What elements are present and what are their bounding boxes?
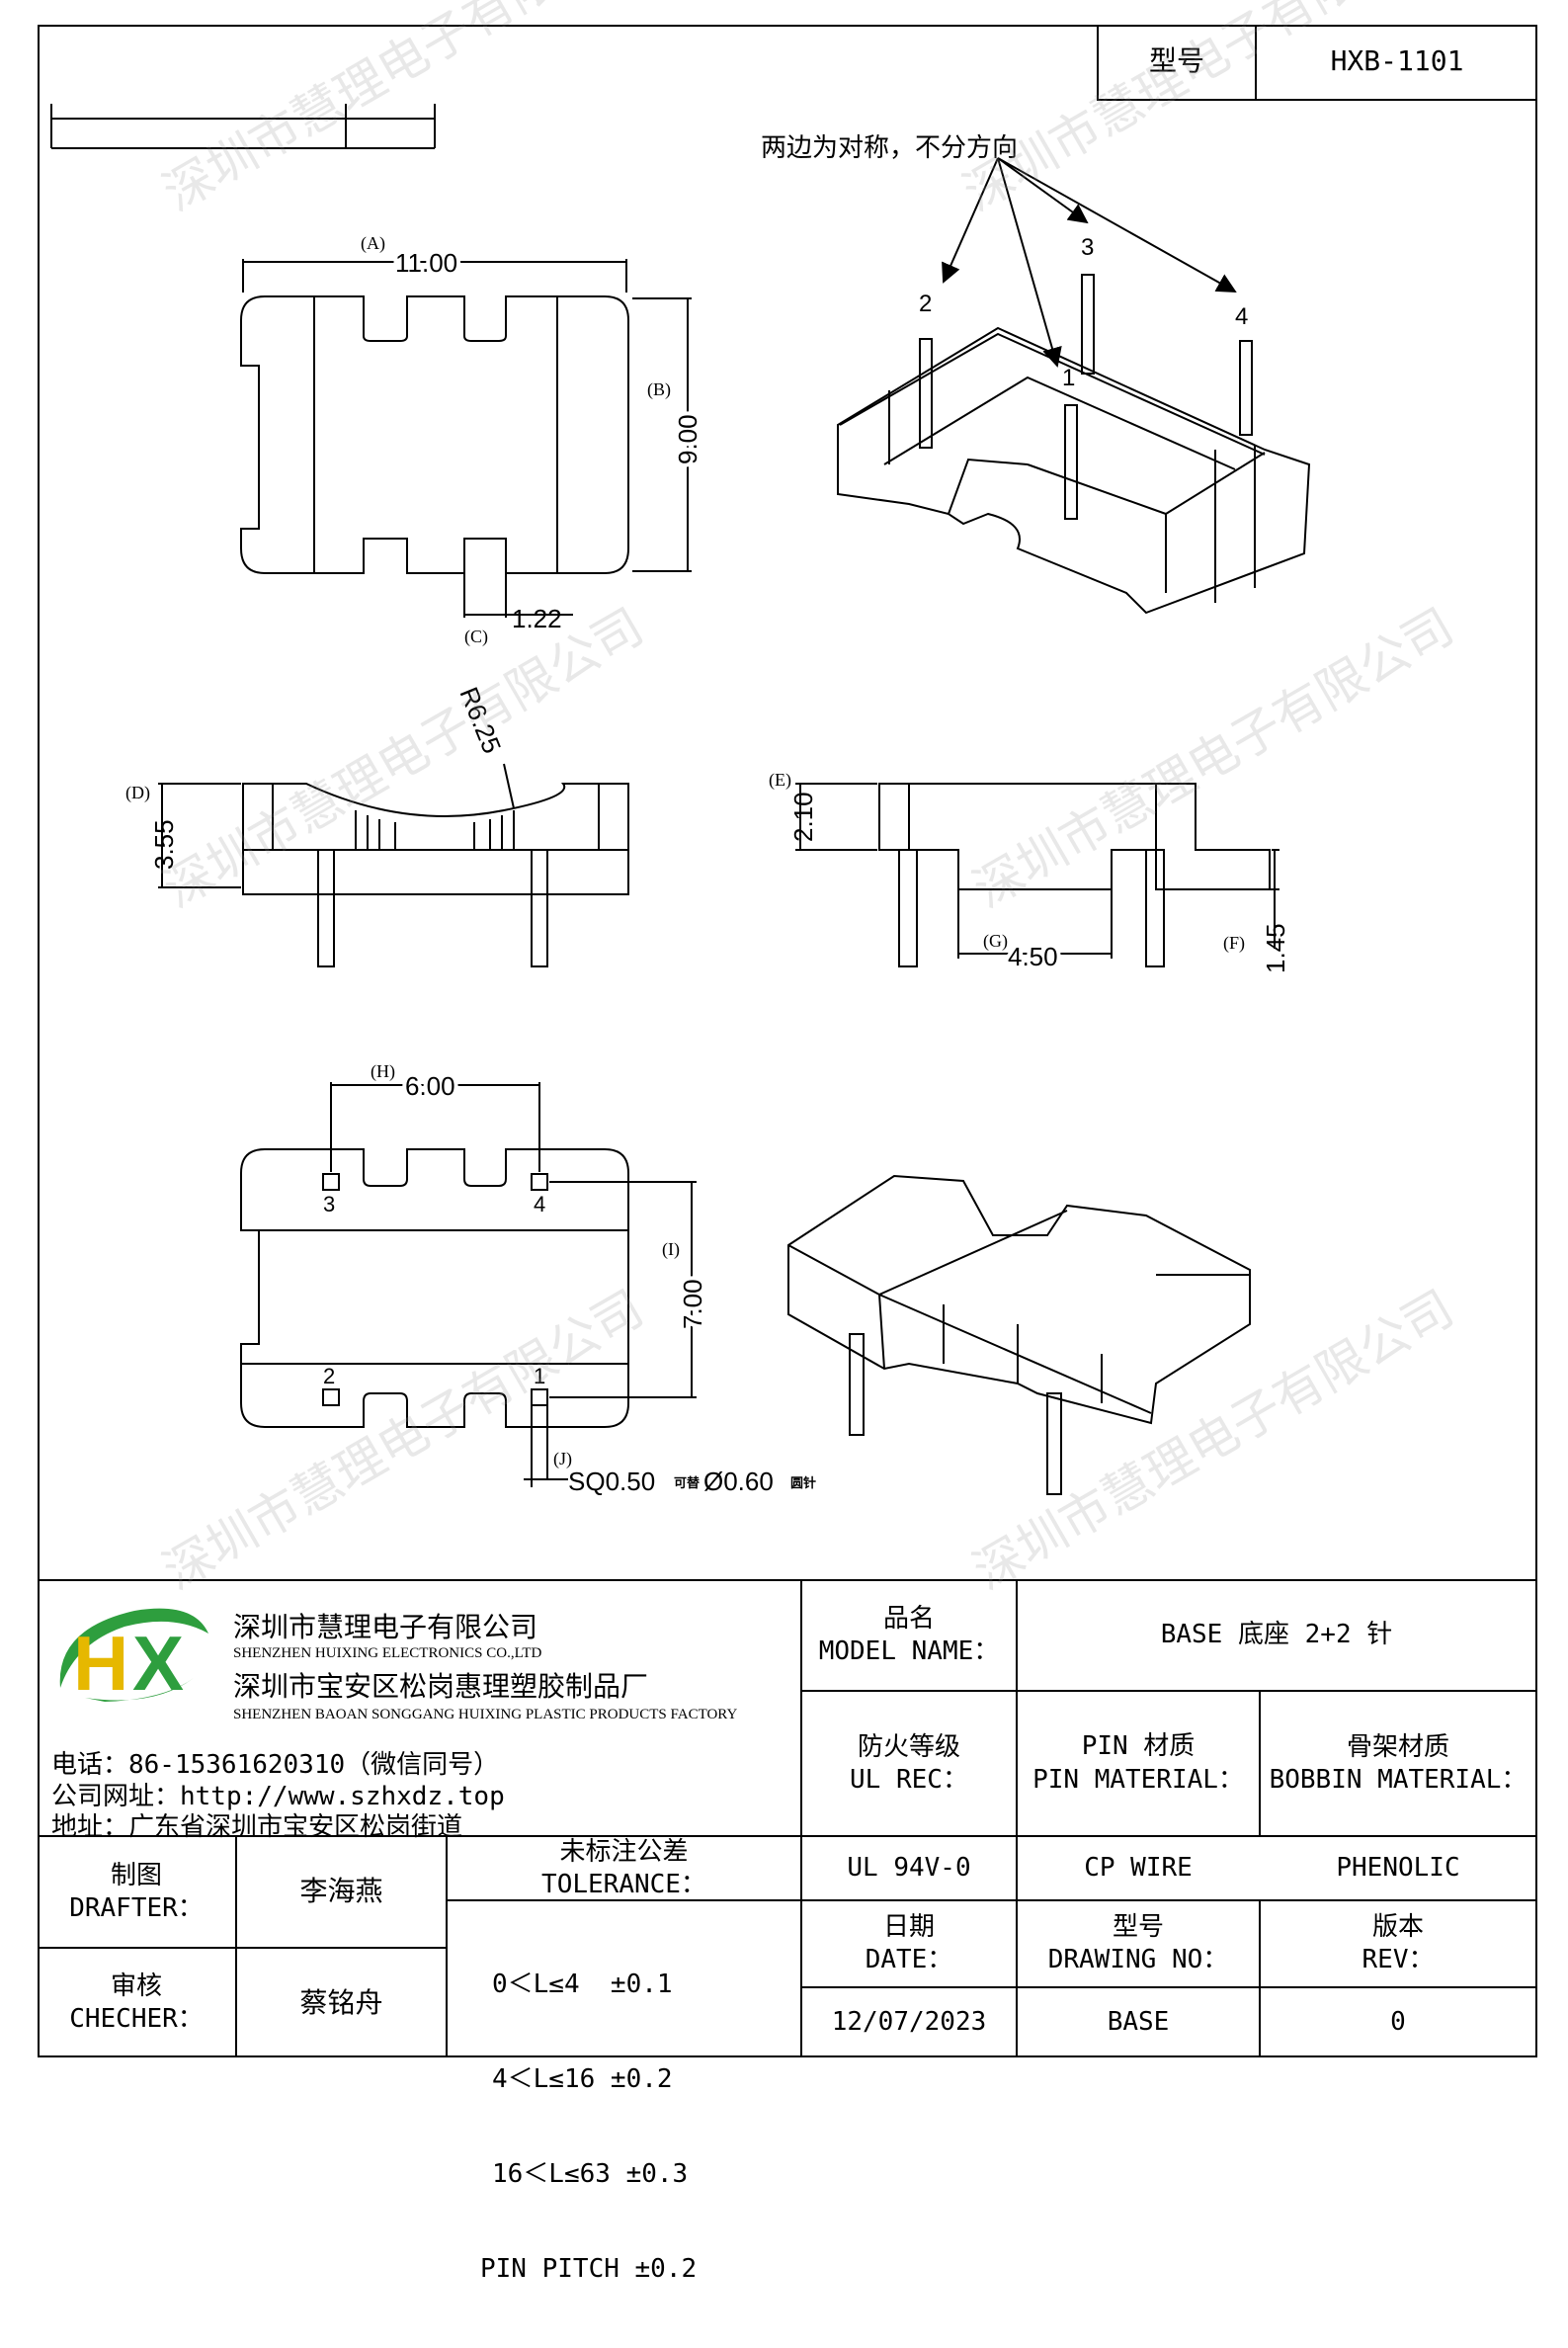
date-value: 12/07/2023 — [831, 2007, 987, 2038]
fire-rating-label-en: UL REC： — [850, 1764, 968, 1795]
dim-b-value: 9.00 — [673, 414, 702, 464]
bobbin-material-label-en: BOBBIN MATERIAL： — [1269, 1764, 1527, 1795]
tolerance-row: PIN PITCH ±0.2 — [480, 2254, 698, 2284]
front-view-outline — [242, 783, 629, 895]
checker-name: 蔡铭舟 — [299, 1986, 383, 2018]
tolerance-list: 0＜L≤4 ±0.1 4＜L≤16 ±0.2 16＜L≤63 ±0.3 PIN … — [480, 1905, 697, 2348]
pin-material-value: CP WIRE — [1084, 1852, 1193, 1883]
drawing-frame — [38, 25, 1537, 2057]
dim-h-value: 6.00 — [405, 1071, 455, 1101]
tolerance-label-cn: 未标注公差 — [559, 1835, 689, 1866]
rev-label-en: REV： — [1362, 1945, 1435, 1974]
drafter-name: 李海燕 — [299, 1876, 383, 1907]
checker-label-en: CHECHER： — [69, 2004, 204, 2034]
pin-label-2: 2 — [919, 291, 932, 317]
product-label: 品名 MODEL NAME： — [802, 1581, 1016, 1690]
product-label-cn: 品名 — [882, 1603, 935, 1634]
company-phone: 电话：86-15361620310（微信同号） — [51, 1750, 500, 1780]
bottom-pin-4: 4 — [534, 1192, 545, 1216]
dim-i-value: 7.00 — [678, 1279, 707, 1329]
factory-name-en: SHENZHEN BAOAN SONGGANG HUIXING PLASTIC … — [233, 1707, 738, 1722]
side-view-outline — [878, 783, 1271, 890]
dim-a-value: 11.00 — [395, 248, 457, 278]
tolerance-row: 4＜L≤16 ±0.2 — [492, 2064, 673, 2094]
drawing-no-label-en: DRAWING NO： — [1047, 1945, 1229, 1974]
dim-j-tag: (J) — [553, 1449, 572, 1469]
date-label: 日期 DATE： — [802, 1901, 1016, 1986]
factory-name-cn: 深圳市宝安区松岗惠理塑胶制品厂 — [233, 1671, 649, 1702]
logo-letter-h: H — [73, 1620, 129, 1707]
drawing-no-label-cn: 型号 — [1112, 1911, 1164, 1942]
company-name-en: SHENZHEN HUIXING ELECTRONICS CO.,LTD — [233, 1645, 542, 1661]
dim-j-note-2: 圆针 — [790, 1475, 816, 1490]
dim-a-tag: (A) — [361, 233, 385, 254]
tolerance-row: 0＜L≤4 ±0.1 — [492, 1970, 673, 1999]
drafter-label: 制图 DRAFTER： — [38, 1837, 235, 1947]
product-label-en: MODEL NAME： — [818, 1636, 1000, 1666]
title-block: H X 深圳市慧理电子有限公司 SHENZHEN HUIXING ELECTRO… — [38, 1579, 1537, 2284]
fire-rating-label: 防火等级 UL REC： — [802, 1692, 1016, 1835]
date-label-en: DATE： — [865, 1945, 953, 1974]
bottom-pin-1: 1 — [534, 1364, 545, 1388]
direction-note: 两边为对称，不分方向 — [761, 132, 1018, 162]
dim-c-value: 1.22 — [512, 604, 562, 633]
dim-j-note-1: 可替 — [674, 1475, 701, 1490]
dim-j-value: SQ0.50 — [568, 1467, 655, 1496]
dim-e-tag: (E) — [769, 770, 791, 791]
bobbin-material-label: 骨架材质 BOBBIN MATERIAL： — [1261, 1692, 1535, 1835]
company-address: 地址：广东省深圳市宝安区松岗街道 — [51, 1811, 463, 1841]
pin-material-label-en: PIN MATERIAL： — [1032, 1764, 1244, 1795]
dim-c-tag: (C) — [464, 627, 488, 647]
bobbin-material-label-cn: 骨架材质 — [1346, 1730, 1449, 1761]
technical-drawing: 两边为对称，不分方向 2 3 4 1 (A) 11.00 (B) 9.00 (C… — [50, 104, 1311, 1496]
dim-j-alt: Ø0.60 — [703, 1467, 774, 1496]
logo-swoosh-icon — [59, 1608, 208, 1702]
bottom-pin-2: 2 — [323, 1364, 335, 1388]
bottom-view-outline — [240, 1148, 629, 1428]
logo-letter-x: X — [132, 1620, 185, 1707]
dim-e-value: 2.10 — [788, 792, 818, 842]
dim-g-tag: (G) — [983, 931, 1008, 952]
radius-label: R6.25 — [454, 683, 507, 758]
tolerance-row: 16＜L≤63 ±0.3 — [492, 2159, 689, 2189]
dim-i-tag: (I) — [662, 1239, 680, 1260]
product-value: BASE 底座 2+2 针 — [1160, 1620, 1393, 1650]
top-view-outline — [240, 295, 629, 574]
bottom-pin-3: 3 — [323, 1192, 335, 1216]
dim-h-tag: (H) — [371, 1061, 395, 1082]
fire-rating-label-cn: 防火等级 — [857, 1730, 960, 1761]
rev-label-cn: 版本 — [1371, 1911, 1424, 1942]
pin-label-3: 3 — [1081, 234, 1094, 261]
dim-f-tag: (F) — [1223, 933, 1245, 954]
drafter-label-cn: 制图 — [110, 1859, 162, 1889]
dim-g-value: 4.50 — [1008, 942, 1058, 971]
header-model-box: 型号 HXB-1101 — [1097, 25, 1537, 101]
checker-label-cn: 审核 — [110, 1971, 162, 2001]
rev-label: 版本 REV： — [1261, 1901, 1535, 1986]
dim-f-value: 1.45 — [1261, 923, 1290, 973]
tolerance-label-en: TOLERANCE： — [541, 1869, 706, 1899]
bobbin-material-value: PHENOLIC — [1336, 1852, 1460, 1883]
fire-rating-value: UL 94V-0 — [847, 1852, 971, 1883]
pin-label-4: 4 — [1235, 303, 1248, 330]
company-website: 公司网址：http://www.szhxdz.top — [51, 1782, 505, 1811]
header-model-value: HXB-1101 — [1330, 44, 1464, 78]
header-model-label: 型号 — [1099, 25, 1257, 99]
pin-material-label-cn: PIN 材质 — [1081, 1730, 1196, 1761]
checker-label: 审核 CHECHER： — [38, 1949, 235, 2057]
company-logo: H X — [45, 1599, 213, 1713]
drafter-label-en: DRAFTER： — [69, 1892, 204, 1923]
pin-material-label: PIN 材质 PIN MATERIAL： — [1018, 1692, 1259, 1835]
date-label-cn: 日期 — [882, 1911, 935, 1942]
tolerance-label: 未标注公差 TOLERANCE： — [448, 1835, 800, 1899]
drawing-no-label: 型号 DRAWING NO： — [1018, 1901, 1259, 1986]
dim-d-tag: (D) — [125, 783, 150, 803]
rev-value: 0 — [1390, 2007, 1406, 2038]
dim-b-tag: (B) — [647, 379, 671, 400]
drawing-no-value: BASE — [1107, 2007, 1170, 2038]
dim-d-value: 3.55 — [149, 819, 179, 870]
pin-label-1: 1 — [1062, 365, 1075, 391]
company-name-cn: 深圳市慧理电子有限公司 — [233, 1612, 538, 1642]
